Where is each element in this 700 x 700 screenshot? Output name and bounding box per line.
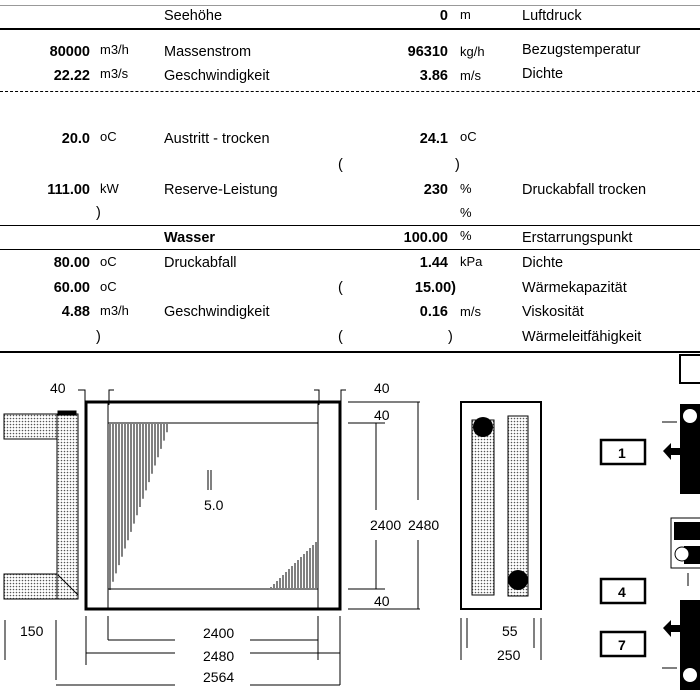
value: 230 — [423, 182, 448, 198]
paren: ) — [96, 205, 101, 221]
dim-55: 55 — [502, 623, 518, 639]
value: 3.86 — [419, 68, 448, 84]
value: 20.0 — [61, 131, 90, 147]
label: Geschwindigkeit — [164, 68, 270, 84]
unit: m/s — [460, 304, 481, 319]
dim-height-2480: 2480 — [408, 517, 439, 533]
value: 111.00 — [47, 182, 90, 198]
value: 15.00) — [414, 280, 456, 296]
label: Druckabfall trocken — [522, 182, 647, 198]
connector-7: 7 — [618, 637, 626, 653]
label-luftdruck: Luftdruck — [522, 8, 582, 24]
unit: oC — [100, 254, 117, 269]
label: Dichte — [522, 66, 564, 82]
dim-40-right: 40 — [374, 380, 390, 396]
label: Druckabfall — [164, 255, 237, 271]
unit: m3/h — [100, 303, 129, 318]
label: Wärmeleitfähigkeit — [522, 329, 642, 345]
label: Dichte — [522, 255, 564, 271]
unit: kPa — [460, 254, 483, 269]
dim-40-top: 40 — [374, 407, 390, 423]
paren: ) — [96, 329, 101, 345]
value-seehoehe: 0 — [439, 8, 448, 24]
paren: ( — [338, 329, 343, 345]
value: 0.16 — [419, 304, 448, 320]
unit: oC — [100, 279, 117, 294]
dim-250: 250 — [497, 647, 521, 663]
unit: oC — [100, 129, 117, 144]
label: Viskosität — [522, 304, 584, 320]
paren: ( — [338, 157, 343, 173]
unit: kg/h — [460, 44, 485, 59]
unit: m — [460, 7, 471, 22]
dim-width-2400: 2400 — [203, 625, 234, 641]
dim-150: 150 — [20, 623, 44, 639]
value: 60.00 — [53, 280, 90, 296]
dim-40-left: 40 — [50, 380, 66, 396]
unit: % — [460, 205, 472, 220]
value: 1.44 — [419, 255, 448, 271]
label: Wärmekapazität — [522, 280, 627, 296]
connector-4: 4 — [618, 584, 626, 600]
unit: m3/h — [100, 42, 129, 57]
value: 4.88 — [61, 304, 90, 320]
unit: % — [460, 181, 472, 196]
dim-40-bottom: 40 — [374, 593, 390, 609]
paren: ) — [448, 329, 453, 345]
label: Austritt - trocken — [164, 131, 270, 147]
unit: kW — [100, 181, 119, 196]
fin-spacing: 5.0 — [204, 497, 224, 513]
connector-1: 1 — [618, 445, 626, 461]
dim-width-2480: 2480 — [203, 648, 234, 664]
dim-height-2400: 2400 — [370, 517, 401, 533]
paren: ( — [338, 280, 343, 296]
unit: m3/s — [100, 66, 129, 81]
label: Massenstrom — [164, 44, 252, 60]
unit: % — [460, 228, 472, 243]
label-wasser: Wasser — [164, 230, 216, 246]
label-seehoehe: Seehöhe — [164, 8, 223, 24]
label: Bezugstemperatur — [522, 42, 641, 58]
value: 96310 — [407, 44, 448, 60]
paren: ) — [455, 157, 460, 173]
value: 80.00 — [53, 255, 90, 271]
label: Erstarrungspunkt — [522, 230, 633, 246]
unit: oC — [460, 129, 477, 144]
label: Geschwindigkeit — [164, 304, 270, 320]
value: 100.00 — [403, 230, 448, 246]
dim-width-2564: 2564 — [203, 669, 234, 685]
value: 22.22 — [53, 68, 90, 84]
label: Reserve-Leistung — [164, 182, 278, 198]
unit: m/s — [460, 68, 481, 83]
value: 80000 — [49, 44, 90, 60]
value: 24.1 — [419, 131, 448, 147]
